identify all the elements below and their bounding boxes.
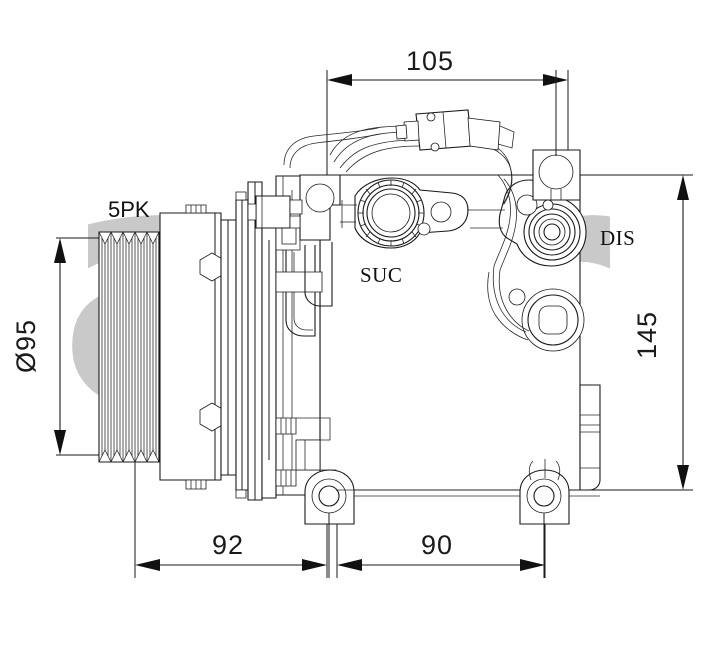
top-valve-block <box>247 195 303 229</box>
right-side-rib <box>579 384 601 491</box>
shaft-seal-area <box>247 181 277 501</box>
label-dis: DIS <box>600 226 635 250</box>
mounting-hole-icon <box>538 154 574 190</box>
dimension-diameter-95-label: Ø95 <box>11 319 41 373</box>
bolt-hole-icon <box>305 183 335 213</box>
lower-right-boss <box>508 288 585 352</box>
electrical-connector <box>395 109 515 152</box>
clutch-housing <box>159 204 225 490</box>
label-suc: SUC <box>360 263 402 287</box>
dimension-145-label: 145 <box>632 311 662 359</box>
dimension-92-label: 92 <box>212 530 244 560</box>
suction-port-bore <box>371 193 411 233</box>
dimension-90-group: 90 <box>336 500 546 578</box>
small-hole-icon <box>508 288 526 306</box>
dimension-105-group: 105 <box>326 46 569 200</box>
top-right-mount-boss <box>532 70 581 201</box>
label-5pk: 5PK <box>108 197 150 222</box>
dimension-92-group: 92 <box>134 460 328 578</box>
flange-hole-icon <box>430 201 452 223</box>
mounting-hole-icon <box>311 478 347 514</box>
pulley-assembly <box>98 231 161 463</box>
front-head-lower-bracket <box>295 439 321 471</box>
wiring-harness <box>283 125 530 341</box>
flange-hole-small-icon <box>417 222 431 236</box>
dimension-90-label: 90 <box>421 530 453 560</box>
dimension-145-group: 145 <box>560 174 693 491</box>
discharge-port-bore <box>538 218 566 246</box>
suction-port-flange <box>340 177 469 249</box>
bottom-mount-lug-right <box>519 459 570 578</box>
upper-cast-section <box>299 174 341 307</box>
flange-hole-icon <box>516 194 538 216</box>
dimension-diameter-95-group: Ø95 <box>11 237 215 456</box>
connector-pin-icon <box>430 142 440 152</box>
dimension-105-label: 105 <box>406 46 454 76</box>
clutch-plate-stack <box>220 191 249 499</box>
flange-hole-small-icon <box>542 199 554 211</box>
bottom-mount-lug-left <box>304 469 355 578</box>
mounting-hole-icon <box>526 478 562 514</box>
bottom-body-rail <box>336 489 600 497</box>
discharge-port-flange <box>467 179 587 267</box>
connector-pin-icon <box>426 112 436 122</box>
suction-port-serrations <box>358 180 424 246</box>
oil-plug-square <box>538 305 568 335</box>
